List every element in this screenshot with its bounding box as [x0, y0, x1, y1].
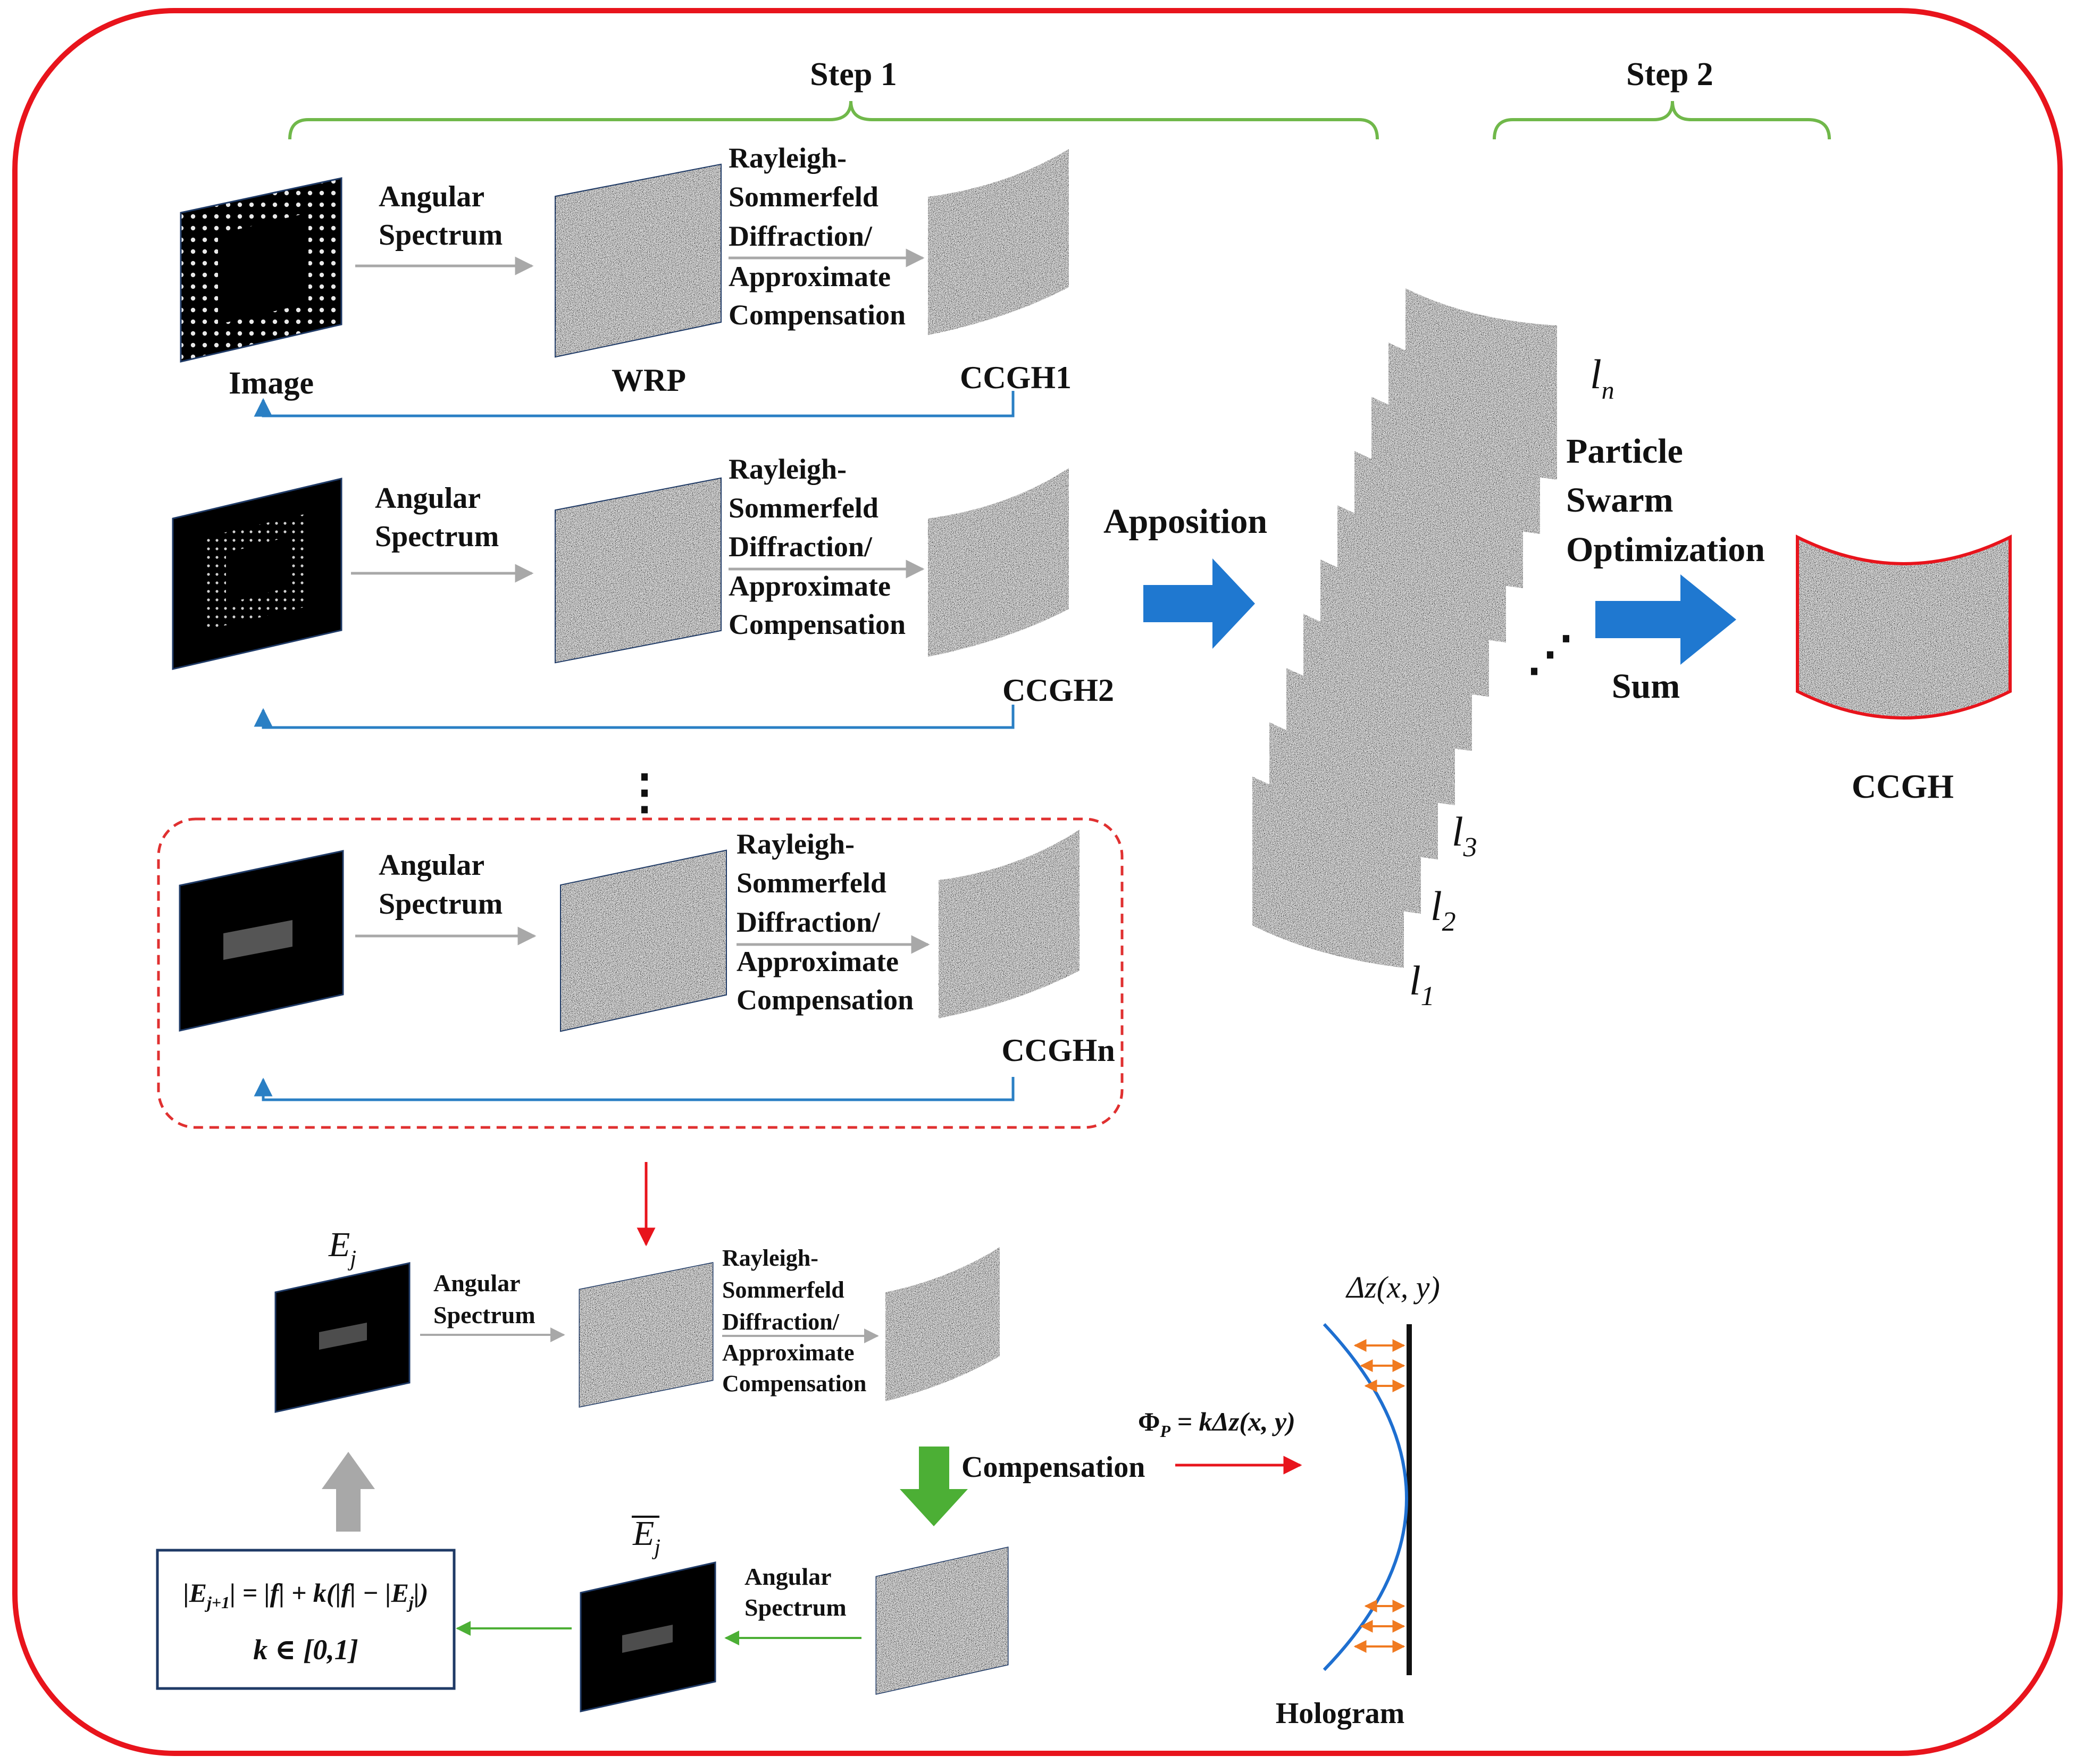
row1-feedback-arrow [254, 391, 1015, 417]
row1-curved-hologram-icon [928, 149, 1072, 335]
hologram-label: Hologram [1276, 1697, 1405, 1730]
bottom2-angular-label: Angular [744, 1563, 832, 1590]
bottom-rs5: Compensation [722, 1370, 866, 1397]
rown-rs2: Sommerfeld [737, 867, 886, 899]
ej-plate [274, 1262, 411, 1413]
rown-angular-label: Angular [379, 849, 484, 882]
row1-rs5: Compensation [729, 299, 906, 331]
image-label: Image [229, 365, 314, 400]
row2-angular-label: Angular [375, 482, 481, 515]
bottom-rs3: Diffraction/ [722, 1309, 840, 1335]
outer-frame [12, 8, 2063, 1756]
apposition-block-arrow-icon [1143, 558, 1255, 649]
bottom-rs4: Approximate [722, 1340, 855, 1366]
bottom-curved-hologram-icon [885, 1247, 1001, 1401]
pso-label-2: Swarm [1566, 481, 1674, 520]
update-formula-line2: k ∈ [0,1] [253, 1634, 358, 1666]
bottom-spectrum-label: Spectrum [433, 1301, 536, 1328]
row1-angular-label: Angular [379, 180, 484, 213]
ej-label: Ej [328, 1225, 356, 1271]
row1-wrp-plate [555, 163, 722, 358]
rown-wrp-plate [560, 849, 727, 1032]
bottom-rs1: Rayleigh- [722, 1245, 818, 1271]
row2-rs2: Sommerfeld [729, 492, 878, 524]
rown-dashed-box [157, 817, 1124, 1129]
ccgh-cylinder-hologram-icon [1796, 532, 2012, 729]
rown-rs5: Compensation [737, 984, 914, 1016]
step1-brace-icon [288, 101, 1379, 140]
row2-wrp-plate [555, 477, 722, 664]
ccgh-final-label: CCGH [1852, 767, 1954, 805]
apposition-label: Apposition [1103, 502, 1267, 541]
bottom2-spectrum-label: Spectrum [744, 1594, 847, 1621]
row1-rs1: Rayleigh- [729, 142, 847, 174]
rown-rs3: Diffraction/ [737, 906, 881, 938]
row2-rs5: Compensation [729, 608, 906, 640]
gray-up-block-arrow-icon [322, 1452, 375, 1532]
pso-label-3: Optimization [1566, 530, 1765, 569]
rown-curved-hologram-icon [939, 830, 1082, 1018]
row2-spectrum-label: Spectrum [375, 520, 499, 553]
ejbar-label: Ej [632, 1514, 660, 1560]
step2-brace-icon [1493, 101, 1831, 140]
ccgh2-label: CCGH2 [1002, 673, 1114, 708]
row2-rs3: Diffraction/ [729, 531, 873, 563]
row1-image-plate [180, 177, 342, 363]
l-n-label: ln [1590, 351, 1614, 405]
l-3-label: l3 [1452, 808, 1477, 863]
row1-rs3: Diffraction/ [729, 220, 873, 252]
bottom-rs2: Sommerfeld [722, 1277, 844, 1303]
compensation-label: Compensation [961, 1451, 1145, 1484]
row2-feedback-arrow [254, 705, 1015, 729]
pso-label-1: Particle [1566, 432, 1683, 471]
rown-feedback-arrow [254, 1077, 1015, 1101]
stack-ellipsis: ⋰ [1526, 628, 1574, 681]
bottom-wrp-plate [579, 1262, 714, 1408]
sum-block-arrow-icon [1595, 574, 1736, 665]
rown-spectrum-label: Spectrum [379, 888, 503, 921]
ccghn-label: CCGHn [1001, 1033, 1115, 1068]
wrp-label: WRP [612, 363, 686, 398]
row1-rs4: Approximate [729, 261, 891, 292]
bottom-right-noise-plate [875, 1546, 1009, 1695]
step2-label: Step 2 [1626, 56, 1713, 93]
update-formula-line1: |Ej+1| = |f| + k(|f| − |Ej|) [183, 1578, 429, 1612]
l-1-label: l1 [1409, 957, 1435, 1011]
curved-surface [1323, 1323, 1408, 1671]
row1-spectrum-label: Spectrum [379, 219, 503, 252]
row2-image-plate [172, 478, 342, 670]
rown-rs4: Approximate [737, 946, 899, 977]
row-ellipsis: ⋮ [621, 766, 668, 819]
hologram-stack [1252, 288, 1560, 968]
bottom-angular-label: Angular [433, 1269, 521, 1297]
row2-rs4: Approximate [729, 570, 891, 602]
step1-label: Step 1 [810, 56, 897, 93]
row1-rs2: Sommerfeld [729, 181, 878, 213]
l-2-label: l2 [1430, 883, 1456, 937]
row2-rs1: Rayleigh- [729, 453, 847, 485]
rown-rs1: Rayleigh- [737, 828, 855, 860]
phase-formula: ΦP = kΔz(x, y) [1138, 1407, 1295, 1441]
ejbar-plate [580, 1561, 716, 1712]
row2-curved-hologram-icon [928, 468, 1072, 657]
ccgh1-label: CCGH1 [960, 360, 1072, 395]
orange-displacement-arrows [1353, 1339, 1405, 1653]
delta-z-label: Δz(x, y) [1345, 1270, 1440, 1305]
rown-image-plate [179, 850, 344, 1032]
compensation-down-arrow-icon [900, 1447, 968, 1526]
sum-label: Sum [1612, 667, 1680, 706]
update-formula-box [156, 1549, 456, 1690]
